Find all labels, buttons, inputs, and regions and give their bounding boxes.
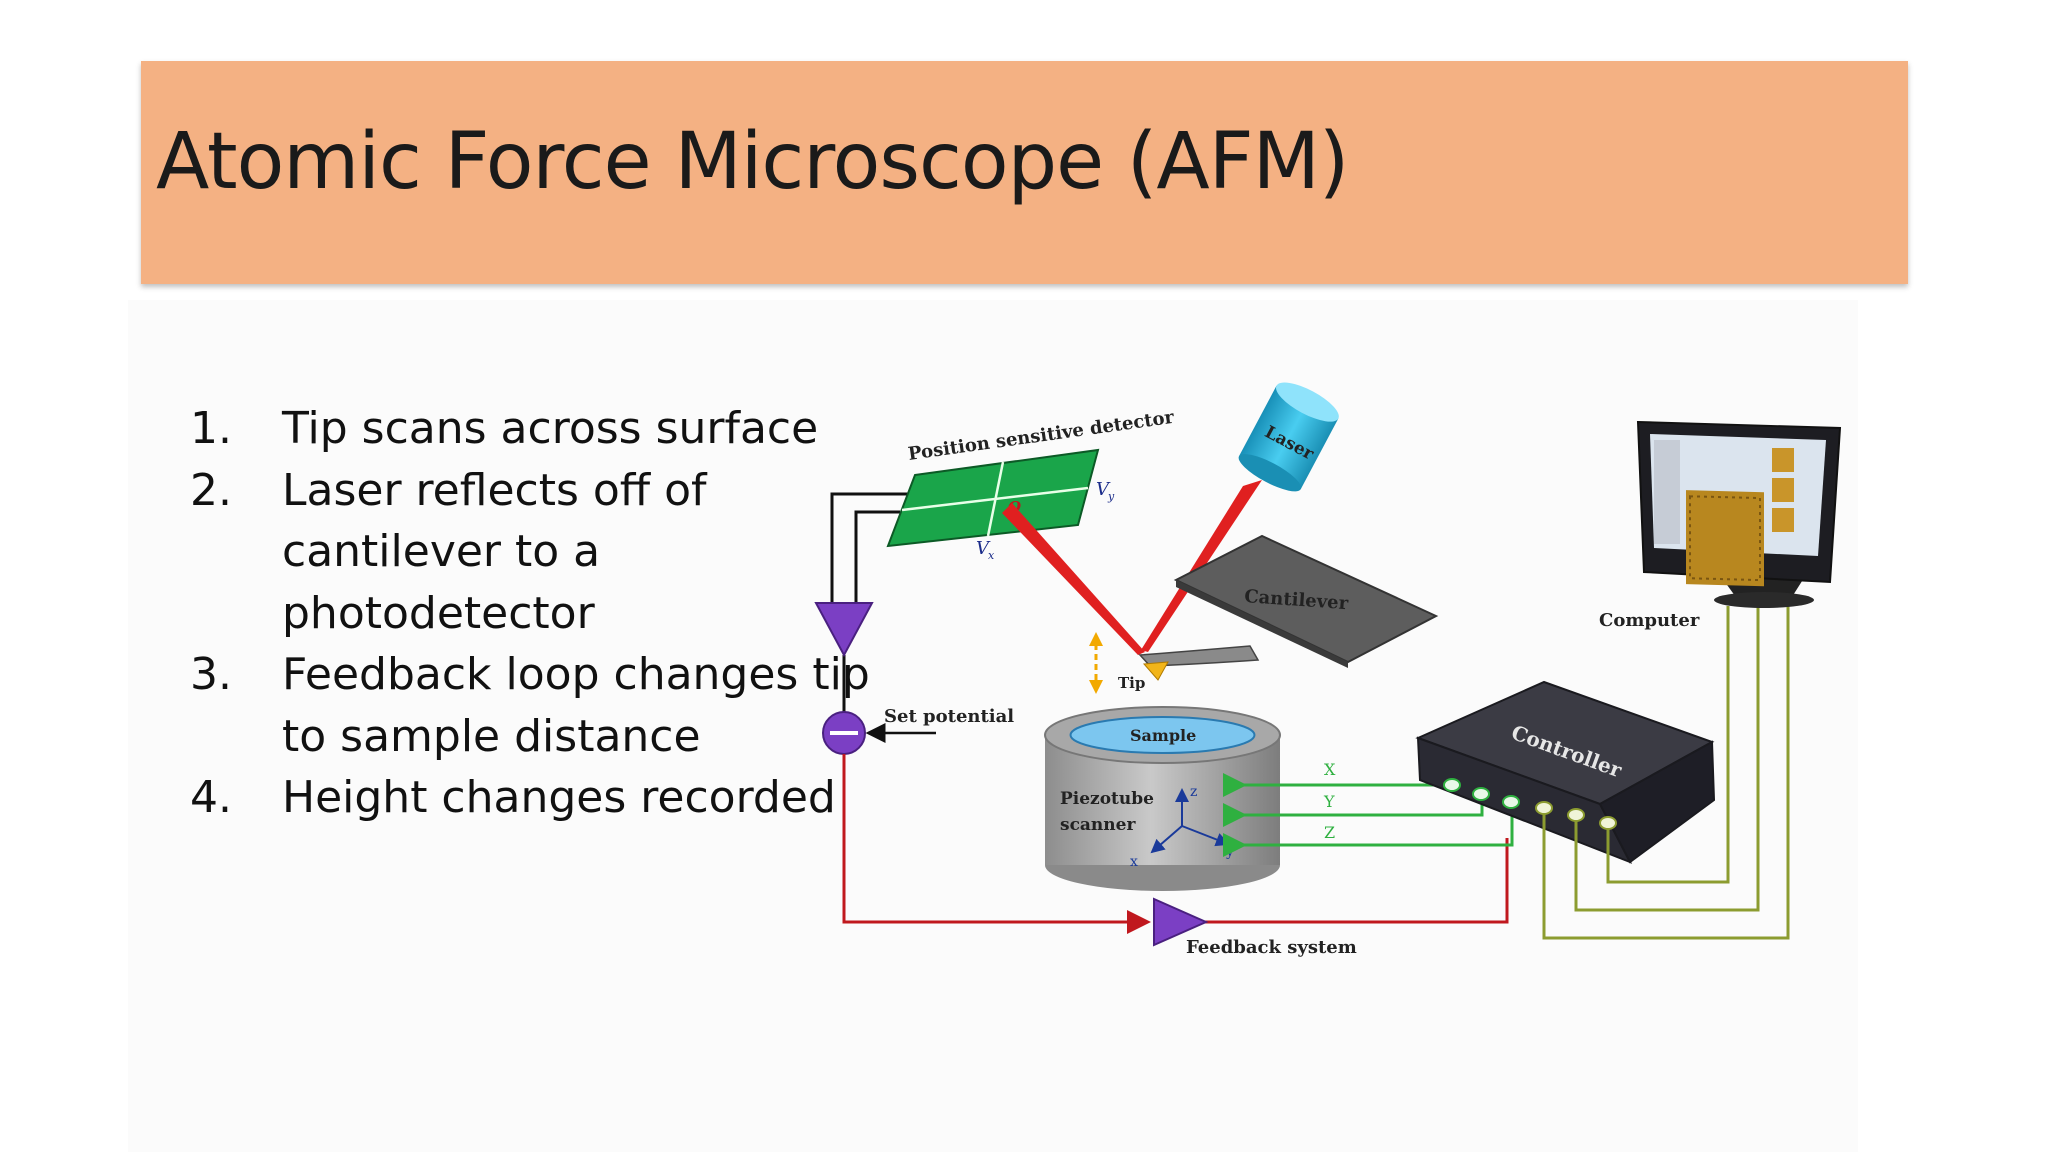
- tip-label: Tip: [1118, 674, 1145, 692]
- list-number: 2.: [190, 464, 232, 516]
- piezo-label-line1: Piezotube: [1060, 789, 1154, 809]
- list-item: 1. Tip scans across surface: [190, 398, 882, 460]
- amplifier: [814, 602, 874, 658]
- piezotube-scanner: Sample Piezotube scanner z x y: [1044, 706, 1281, 891]
- slide-title: Atomic Force Microscope (AFM): [156, 117, 1349, 207]
- piezo-label-line2: scanner: [1060, 815, 1136, 835]
- displacement-arrow: [1089, 632, 1103, 694]
- title-bar: Atomic Force Microscope (AFM): [141, 61, 1908, 284]
- laser: Laser: [1238, 382, 1339, 492]
- coord-x-label: x: [1130, 854, 1138, 870]
- list-number: 3.: [190, 649, 232, 700]
- feedback-wire: [842, 754, 1509, 934]
- list-item: 2. Laser reflects off of cantilever to a …: [190, 460, 882, 645]
- sample-label: Sample: [1130, 726, 1196, 745]
- axis-x-label: X: [1324, 760, 1336, 779]
- set-potential: Set potential: [822, 706, 1014, 755]
- axis-z-label: Z: [1324, 823, 1335, 842]
- coord-y-label: y: [1225, 844, 1234, 860]
- computer-wires: [1542, 606, 1790, 940]
- cantilever: Cantilever Tip: [1118, 534, 1439, 692]
- computer-label: Computer: [1599, 610, 1700, 631]
- controller: Controller: [1415, 680, 1716, 864]
- list-text: Laser reflects off of cantilever to a ph…: [282, 464, 707, 639]
- vy-subscript: y: [1107, 490, 1115, 503]
- coord-z-label: z: [1190, 784, 1197, 800]
- list-item: 3. Feedback loop changes tip to sample di…: [190, 644, 882, 767]
- feedback-amplifier: [1153, 897, 1209, 947]
- list-number: 1.: [190, 403, 232, 454]
- list-text: Height changes recorded: [282, 772, 836, 823]
- vx-label: V: [976, 538, 991, 559]
- list-text: Tip scans across surface: [282, 403, 819, 454]
- set-potential-label: Set potential: [884, 706, 1014, 727]
- axis-y-label: Y: [1323, 792, 1335, 811]
- feedback-label: Feedback system: [1186, 937, 1357, 958]
- steps-list: 1. Tip scans across surface 2. Laser refle…: [190, 398, 882, 829]
- list-item: 4. Height changes recorded: [190, 767, 882, 829]
- vx-subscript: x: [988, 549, 995, 562]
- list-number: 4.: [190, 772, 232, 823]
- detector-wires: [830, 492, 908, 712]
- list-text: Feedback loop changes tip to sample dist…: [282, 649, 870, 762]
- detector-label: Position sensitive detector: [907, 407, 1176, 465]
- computer: Computer: [1599, 420, 1842, 631]
- vy-label: V: [1096, 479, 1111, 500]
